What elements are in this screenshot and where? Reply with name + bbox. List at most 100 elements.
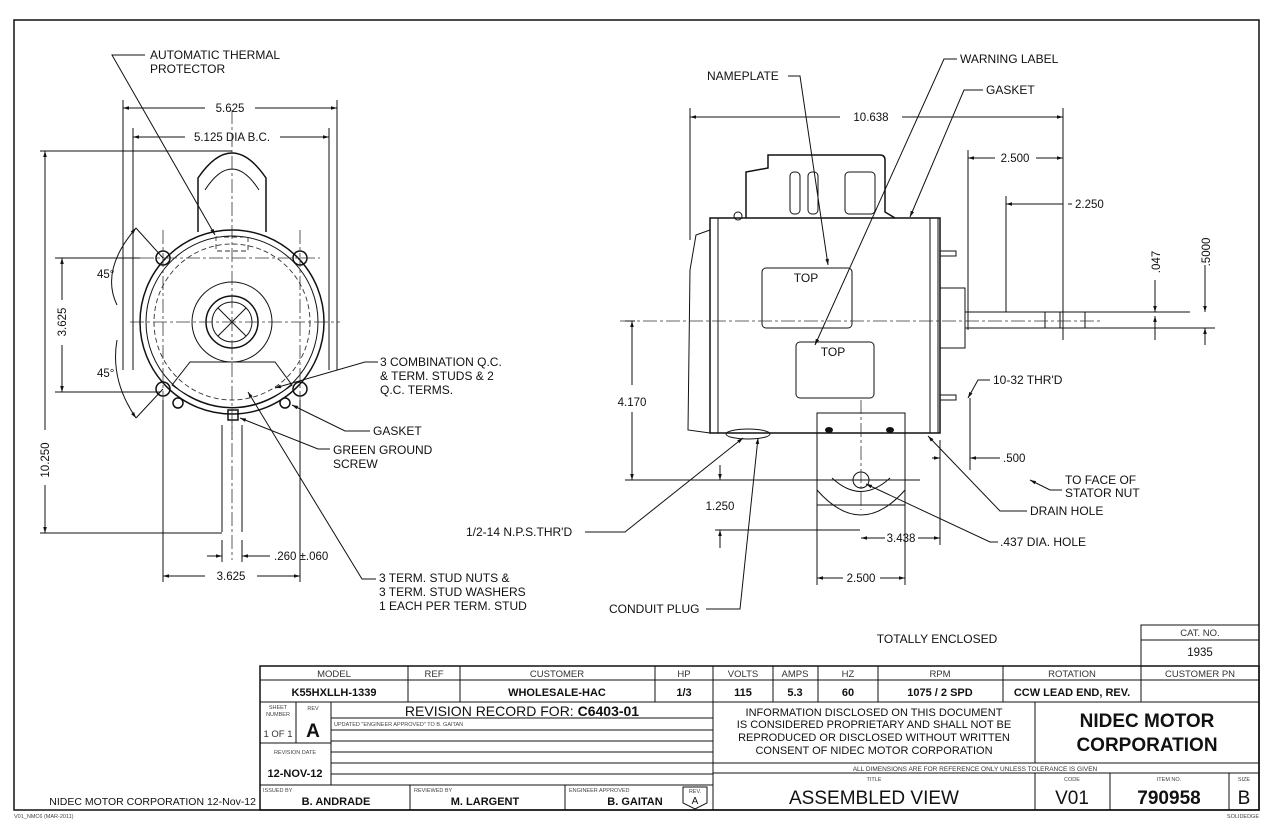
terminal-box bbox=[745, 154, 896, 219]
size-value: B bbox=[1238, 788, 1251, 809]
callout-warning-label: WARNING LABEL bbox=[960, 52, 1059, 66]
shaft bbox=[964, 311, 1086, 329]
cat-no-label: CAT. NO. bbox=[1180, 628, 1219, 639]
title-block: TOTALLY ENCLOSED CAT. NO. 1935 MODEL REF… bbox=[14, 624, 1260, 820]
dim-overall-height: 10.250 bbox=[40, 442, 52, 477]
dim-bottom-width: 3.625 bbox=[217, 571, 246, 583]
value-hp: 1/3 bbox=[676, 687, 691, 699]
code-value: V01 bbox=[1055, 788, 1089, 809]
company-name-1: NIDEC MOTOR bbox=[1080, 711, 1215, 732]
callout-terminals-3: Q.C. TERMS. bbox=[380, 383, 453, 397]
dim-shaft-2500: 2.500 bbox=[1001, 153, 1030, 165]
callout-thermal-protector-2: PROTECTOR bbox=[150, 62, 225, 76]
dim-bracket-offset: 1.250 bbox=[706, 501, 735, 513]
callout-stud-nuts-1: 3 TERM. STUD NUTS & bbox=[379, 571, 509, 585]
proprietary-line-3: REPRODUCED OR DISCLOSED WITHOUT WRITTEN bbox=[738, 732, 1010, 744]
revision-note-1: UPDATED "ENGINEER APPROVED" TO B. GAITAN bbox=[334, 722, 463, 728]
callout-terminals-1: 3 COMBINATION Q.C. bbox=[380, 355, 502, 369]
header-hz: HZ bbox=[842, 669, 855, 680]
footer-company-date: NIDEC MOTOR CORPORATION 12-Nov-12 bbox=[49, 796, 256, 808]
callout-thermal-protector-1: AUTOMATIC THERMAL bbox=[150, 48, 280, 62]
angle-lower: 45° bbox=[97, 368, 114, 380]
value-model: K55HXLLH-1339 bbox=[292, 687, 377, 699]
motor-frame bbox=[709, 217, 941, 434]
header-model: MODEL bbox=[317, 669, 351, 680]
nameplate-top-label: TOP bbox=[794, 271, 818, 285]
dim-overall-width: 5.625 bbox=[216, 103, 245, 115]
callout-nps-thread: 1/2-14 N.P.S.THR'D bbox=[466, 525, 572, 539]
dim-lead-spacing: .260 ±.060 bbox=[274, 551, 328, 563]
tolerance-note: ALL DIMENSIONS ARE FOR REFERENCE ONLY UN… bbox=[853, 766, 1098, 773]
engineer-approved: B. GAITAN bbox=[607, 796, 662, 808]
callout-drain-hole: DRAIN HOLE bbox=[1030, 504, 1103, 518]
rev-value: A bbox=[306, 721, 320, 742]
callout-gasket-side: GASKET bbox=[986, 83, 1035, 97]
value-amps: 5.3 bbox=[787, 687, 802, 699]
value-rpm: 1075 / 2 SPD bbox=[907, 687, 972, 699]
header-customer: CUSTOMER bbox=[530, 669, 584, 680]
header-hp: HP bbox=[677, 669, 690, 680]
callout-ground-screw-1: GREEN GROUND bbox=[333, 443, 433, 457]
header-ref: REF bbox=[425, 669, 444, 680]
dim-height-upper: 3.625 bbox=[57, 308, 69, 337]
reviewed-by-label: REVIEWED BY bbox=[414, 788, 453, 794]
callout-ground-screw-2: SCREW bbox=[333, 457, 378, 471]
dim-flat: .047 bbox=[1151, 251, 1163, 273]
issued-by-label: ISSUED BY bbox=[263, 788, 293, 794]
callout-terminals-2: & TERM. STUDS & 2 bbox=[380, 369, 494, 383]
sheet-label-2: NUMBER bbox=[266, 712, 290, 718]
reviewed-by: M. LARGENT bbox=[451, 796, 520, 808]
header-amps: AMPS bbox=[782, 669, 809, 680]
proprietary-line-4: CONSENT OF NIDEC MOTOR CORPORATION bbox=[755, 745, 992, 757]
dim-shaft-dia: .5000 bbox=[1201, 238, 1213, 267]
value-hz: 60 bbox=[842, 687, 854, 699]
revision-date: 12-NOV-12 bbox=[267, 768, 322, 780]
sheet-label-1: SHEET bbox=[269, 705, 288, 711]
sheet-value: 1 OF 1 bbox=[263, 729, 292, 740]
header-volts: VOLTS bbox=[728, 669, 758, 680]
dim-bracket-3438: 3.438 bbox=[887, 533, 916, 545]
engineer-label: ENGINEER APPROVED bbox=[569, 788, 630, 794]
revision-date-label: REVISION DATE bbox=[274, 750, 316, 756]
warning-top-label: TOP bbox=[821, 345, 845, 359]
rev-badge-label: REV. bbox=[689, 789, 702, 795]
revision-record-label: REVISION RECORD FOR: bbox=[405, 703, 578, 719]
side-view: TOP TOP 10.638 2.500 bbox=[466, 52, 1215, 616]
rev-badge-shield bbox=[682, 786, 708, 810]
header-rpm: RPM bbox=[929, 669, 950, 680]
dim-center-height: 4.170 bbox=[618, 397, 647, 409]
dim-bracket-width: 2.500 bbox=[847, 573, 876, 585]
conduit-plug bbox=[725, 428, 771, 440]
value-rotation: CCW LEAD END, REV. bbox=[1014, 687, 1130, 699]
warning-label-plate bbox=[795, 341, 875, 399]
issued-by: B. ANDRADE bbox=[302, 796, 371, 808]
callout-conduit-plug: CONDUIT PLUG bbox=[609, 602, 699, 616]
value-customer: WHOLESALE-HAC bbox=[508, 687, 606, 699]
revision-record-heading: REVISION RECORD FOR: C6403-01 bbox=[405, 703, 639, 719]
rev-label: REV bbox=[307, 706, 319, 712]
dim-stud-500: .500 bbox=[1003, 453, 1025, 465]
revision-record-id: C6403-01 bbox=[578, 703, 640, 719]
title-label: TITLE bbox=[867, 777, 882, 783]
callout-stud-nuts-3: 1 EACH PER TERM. STUD bbox=[379, 599, 527, 613]
dim-shaft-2250: 2.250 bbox=[1075, 199, 1104, 211]
dim-bolt-circle: 5.125 DIA B.C. bbox=[194, 132, 270, 144]
drawing-title: ASSEMBLED VIEW bbox=[789, 788, 959, 809]
header-customer-pn: CUSTOMER PN bbox=[1165, 669, 1235, 680]
item-no-label: ITEM NO. bbox=[1157, 777, 1182, 783]
enclosure-type: TOTALLY ENCLOSED bbox=[877, 632, 998, 646]
front-view: 5.625 5.125 DIA B.C. 10.250 3.625 45° 45… bbox=[40, 48, 527, 613]
callout-stator-nut-2: STATOR NUT bbox=[1065, 486, 1140, 500]
code-label: CODE bbox=[1064, 777, 1080, 783]
callout-thread: 10-32 THR'D bbox=[993, 373, 1063, 387]
callout-gasket-front: GASKET bbox=[373, 424, 422, 438]
proprietary-line-1: INFORMATION DISCLOSED ON THIS DOCUMENT bbox=[746, 707, 1003, 719]
form-id: V01_NMC6 (MAR-2011) bbox=[14, 814, 74, 820]
proprietary-line-2: IS CONSIDERED PROPRIETARY AND SHALL NOT … bbox=[737, 719, 1011, 731]
value-volts: 115 bbox=[734, 687, 752, 699]
company-name-2: CORPORATION bbox=[1076, 735, 1217, 756]
angle-upper: 45° bbox=[97, 269, 114, 281]
dim-overall-length: 10.638 bbox=[853, 112, 888, 124]
software-mark: SOLIDEDGE bbox=[1227, 814, 1259, 820]
